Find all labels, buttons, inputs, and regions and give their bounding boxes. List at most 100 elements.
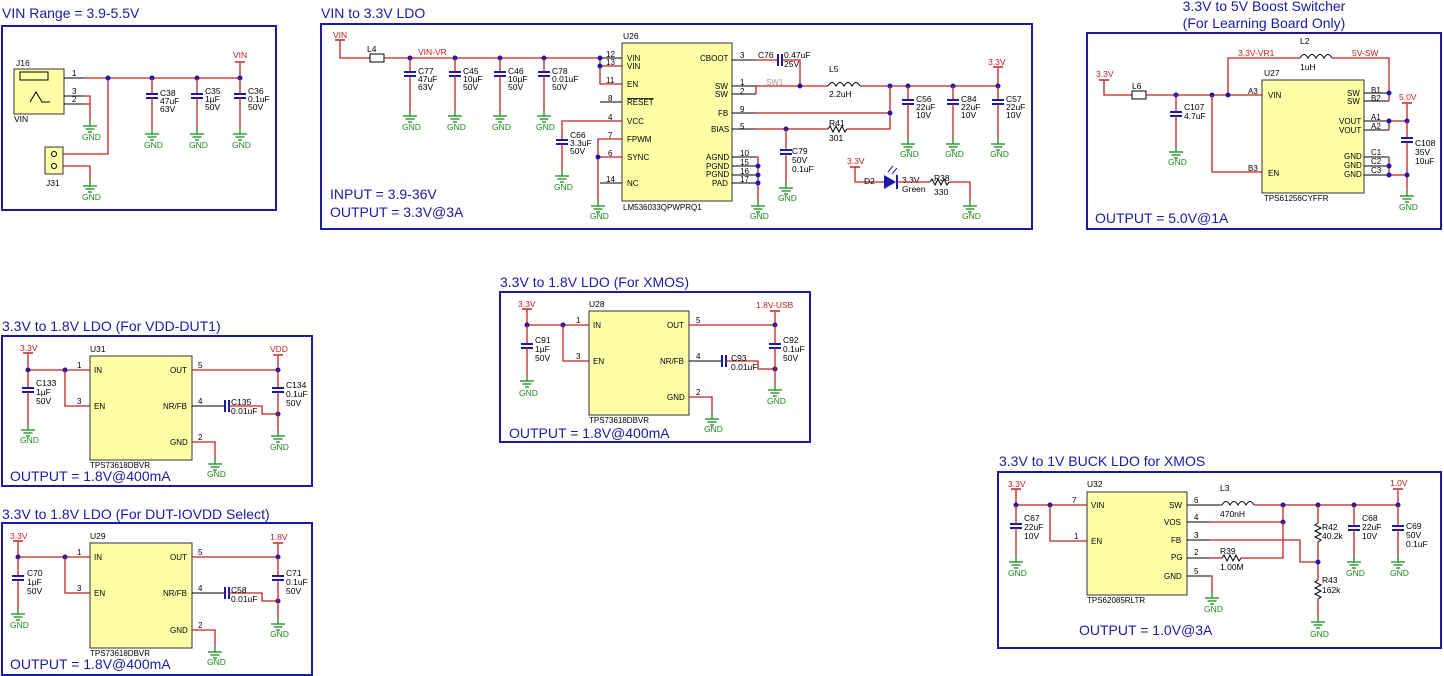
- svg-text:5.0V: 5.0V: [1399, 92, 1417, 102]
- svg-text:3: 3: [77, 584, 82, 593]
- svg-text:1µF: 1µF: [27, 577, 42, 587]
- svg-text:B1: B1: [1371, 86, 1381, 95]
- svg-text:TPS73618DBVR: TPS73618DBVR: [90, 649, 150, 658]
- svg-text:0.01uF: 0.01uF: [552, 74, 578, 84]
- svg-text:C3: C3: [1371, 166, 1382, 175]
- svg-text:10: 10: [740, 149, 749, 158]
- svg-text:SW1: SW1: [766, 78, 784, 87]
- svg-text:3.3V: 3.3V: [902, 175, 920, 185]
- note-output: OUTPUT = 1.8V@400mA: [10, 468, 171, 484]
- svg-text:OUT: OUT: [170, 553, 187, 562]
- svg-text:C71: C71: [286, 568, 302, 578]
- svg-text:2: 2: [1194, 548, 1199, 557]
- svg-text:GND: GND: [900, 149, 919, 159]
- svg-text:C57: C57: [1006, 94, 1022, 104]
- svg-text:TPS61256CYFFR: TPS61256CYFFR: [1264, 194, 1329, 203]
- svg-text:GND: GND: [1310, 629, 1329, 639]
- svg-text:EN: EN: [627, 80, 638, 89]
- svg-text:2: 2: [696, 388, 701, 397]
- svg-text:10V: 10V: [916, 110, 931, 120]
- svg-text:VIN: VIN: [1268, 91, 1282, 100]
- svg-text:R39: R39: [1220, 546, 1236, 556]
- svg-text:SW: SW: [1347, 97, 1360, 106]
- svg-text:A1: A1: [1371, 113, 1381, 122]
- svg-text:GND: GND: [945, 149, 964, 159]
- cap-c45: C45 10µF 50V GND: [447, 55, 483, 132]
- svg-text:SW: SW: [715, 82, 728, 91]
- svg-text:50V: 50V: [286, 586, 301, 596]
- svg-text:C84: C84: [961, 94, 977, 104]
- svg-text:GND: GND: [82, 192, 101, 202]
- barrel-jack-j16: [13, 68, 65, 115]
- note-output: OUTPUT = 1.8V@400mA: [10, 656, 171, 672]
- svg-text:3: 3: [77, 397, 82, 406]
- svg-text:GND: GND: [962, 211, 981, 221]
- svg-text:50V: 50V: [463, 82, 478, 92]
- svg-text:1.8V-USB: 1.8V-USB: [756, 300, 794, 310]
- svg-text:GND: GND: [447, 122, 466, 132]
- svg-text:5: 5: [198, 548, 203, 557]
- svg-text:162k: 162k: [1322, 585, 1341, 595]
- svg-text:63V: 63V: [418, 82, 433, 92]
- svg-text:7: 7: [608, 131, 613, 140]
- svg-text:50V: 50V: [552, 82, 567, 92]
- svg-text:GND: GND: [704, 424, 723, 434]
- svg-text:0.01uF: 0.01uF: [231, 406, 257, 416]
- svg-text:4: 4: [696, 352, 701, 361]
- svg-text:3.3V-VR1: 3.3V-VR1: [1238, 48, 1275, 58]
- svg-text:C1: C1: [1371, 148, 1382, 157]
- svg-text:L5: L5: [829, 64, 839, 74]
- ic-u32: [1086, 491, 1188, 596]
- svg-text:C66: C66: [570, 130, 586, 140]
- svg-text:C93: C93: [731, 353, 747, 363]
- svg-text:GND: GND: [554, 182, 573, 192]
- cap-c69: C69 50V 0.1uF GND: [1390, 505, 1428, 578]
- svg-text:IN: IN: [593, 321, 601, 330]
- svg-text:C46: C46: [508, 66, 524, 76]
- svg-text:3.3V: 3.3V: [847, 156, 865, 166]
- svg-text:50V: 50V: [36, 396, 51, 406]
- svg-text:8: 8: [608, 94, 613, 103]
- block-frame: [1, 335, 313, 487]
- svg-text:EN: EN: [1268, 169, 1279, 178]
- svg-text:C70: C70: [27, 568, 43, 578]
- svg-text:GND: GND: [10, 620, 29, 630]
- svg-text:GND: GND: [144, 140, 163, 150]
- inductor-l4: [369, 53, 385, 63]
- svg-text:R42: R42: [1322, 522, 1338, 532]
- svg-text:17: 17: [740, 175, 749, 184]
- svg-text:B2: B2: [1371, 94, 1381, 103]
- svg-text:GND: GND: [207, 469, 226, 479]
- block-title: VIN to 3.3V LDO: [321, 5, 425, 21]
- svg-text:L4: L4: [367, 44, 377, 54]
- svg-text:NR/FB: NR/FB: [163, 402, 187, 411]
- svg-text:GND: GND: [1204, 604, 1223, 614]
- svg-text:16: 16: [740, 167, 749, 176]
- svg-text:FB: FB: [718, 109, 728, 118]
- svg-text:5: 5: [696, 316, 701, 325]
- svg-text:3.3uF: 3.3uF: [570, 138, 592, 148]
- svg-text:TPS73618DBVR: TPS73618DBVR: [589, 416, 649, 425]
- svg-text:0.1uF: 0.1uF: [1406, 539, 1428, 549]
- svg-text:EN: EN: [1091, 537, 1102, 546]
- svg-text:VOS: VOS: [1164, 518, 1181, 527]
- svg-text:R43: R43: [1322, 575, 1338, 585]
- svg-text:NC: NC: [627, 179, 639, 188]
- svg-text:C134: C134: [286, 380, 307, 390]
- svg-text:10V: 10V: [1362, 531, 1377, 541]
- svg-text:0.1uF: 0.1uF: [286, 577, 308, 587]
- svg-text:10µF: 10µF: [463, 74, 483, 84]
- cap-c70: C70 1µF 50V GND: [10, 557, 43, 630]
- svg-text:TPS73618DBVR: TPS73618DBVR: [90, 461, 150, 470]
- svg-text:C36: C36: [248, 86, 264, 96]
- ref-j31: J31: [46, 178, 60, 188]
- svg-text:5: 5: [1194, 567, 1199, 576]
- svg-text:3.3V: 3.3V: [10, 531, 28, 541]
- svg-text:47uF: 47uF: [418, 74, 437, 84]
- block-title: VIN Range = 3.9-5.5V: [2, 5, 140, 21]
- svg-text:C78: C78: [552, 66, 568, 76]
- svg-text:GND: GND: [590, 211, 609, 221]
- svg-text:SW: SW: [1169, 501, 1182, 510]
- svg-text:C38: C38: [160, 88, 176, 98]
- ldo-vdd-dut1-block: 3.3V to 1.8V LDO (For VDD-DUT1) 3.3V C13…: [1, 318, 313, 487]
